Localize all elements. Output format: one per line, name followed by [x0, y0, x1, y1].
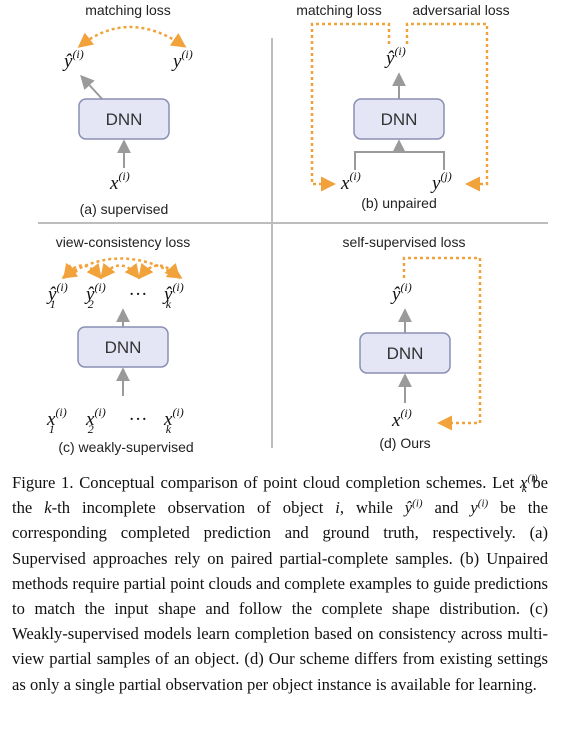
panel-c-input-2: x(i)2 [85, 405, 106, 436]
figure-caption: Figure 1. Conceptual comparison of point… [12, 470, 548, 697]
panel-c-output-k: ŷ(i)k [162, 280, 184, 311]
caption-text-2: be the [12, 473, 548, 518]
panel-c-output-1: ŷ(i)1 [46, 280, 68, 311]
panel-a-target: y(i) [171, 47, 193, 72]
panel-d-loss-path [402, 256, 482, 431]
panel-c-input-k: x(i)k [163, 405, 184, 436]
caption-math-i: i [335, 498, 340, 518]
panel-b-input: x(i) [340, 169, 361, 194]
panel-a-caption: (a) supervised [80, 201, 169, 217]
panel-a-dnn-box [78, 98, 170, 140]
panel-b-merge-lines [354, 151, 445, 170]
panel-a: matching loss ŷ(i) y(i) DNN x(i) (a) sup… [62, 2, 193, 217]
panel-c: view-consistency loss ŷ(i)1 ŷ(i)2 ··· ŷ(… [46, 234, 194, 455]
panel-c-output-2: ŷ(i)2 [84, 280, 106, 311]
caption-text-1: Figure 1. Conceptual comparison of point… [12, 473, 520, 492]
panel-c-dnn-label: DNN [105, 338, 142, 357]
caption-math-x: x(i)k [519, 472, 538, 496]
panel-b-adversarial-loss-path [405, 22, 489, 192]
panel-a-loss-label: matching loss [85, 2, 171, 18]
panel-d: self-supervised loss ŷ(i) DNN x(i) (d) O… [343, 234, 482, 451]
panel-c-dnn-box [77, 326, 169, 368]
caption-text-4: , while [339, 498, 405, 518]
panel-a-dnn-label: DNN [106, 110, 143, 129]
panel-b-loss-right-label: adversarial loss [412, 2, 509, 18]
panel-a-loss-arc [77, 25, 187, 48]
panel-b-target: y(j) [430, 169, 452, 194]
panel-b-dnn-box [353, 98, 445, 140]
panel-d-loss-label: self-supervised loss [343, 234, 466, 250]
panel-b-output: ŷ(i) [384, 44, 406, 69]
panel-b-caption: (b) unpaired [361, 195, 437, 211]
caption-math-k: k [44, 498, 52, 518]
panel-b-loss-left-label: matching loss [296, 2, 382, 18]
panel-d-output: ŷ(i) [390, 280, 412, 305]
panel-a-output: ŷ(i) [62, 47, 84, 72]
figure-diagram: matching loss ŷ(i) y(i) DNN x(i) (a) sup… [38, 2, 548, 455]
panel-a-arrow-to-output [80, 74, 105, 102]
panel-d-input: x(i) [391, 406, 412, 431]
panel-d-dnn-box [359, 332, 451, 374]
panel-c-input-1: x(i)1 [46, 405, 67, 436]
panel-c-caption: (c) weakly-supervised [58, 439, 193, 455]
panel-c-loss-arc-2 [100, 262, 140, 280]
caption-text-6: be the corresponding completed predictio… [12, 498, 549, 694]
panel-c-input-dots: ··· [129, 409, 148, 430]
caption-math-y: y(i) [470, 497, 489, 518]
panel-c-loss-arc-outer [61, 257, 183, 279]
panel-c-loss-label: view-consistency loss [56, 234, 191, 250]
panel-c-output-dots: ··· [129, 284, 148, 305]
panel-a-input: x(i) [109, 169, 130, 194]
panel-d-dnn-label: DNN [387, 344, 424, 363]
panel-b-dnn-label: DNN [381, 110, 418, 129]
caption-text-3: -th incomplete observation of object [51, 498, 336, 518]
panel-d-caption: (d) Ours [379, 435, 430, 451]
panel-c-loss-arc-3 [138, 262, 180, 280]
panel-b: matching loss adversarial loss ŷ(i) DNN … [296, 2, 509, 211]
panel-b-matching-loss-path [310, 22, 391, 192]
caption-math-yhat: ŷ(i) [404, 497, 423, 518]
caption-text-5: and [422, 498, 471, 518]
